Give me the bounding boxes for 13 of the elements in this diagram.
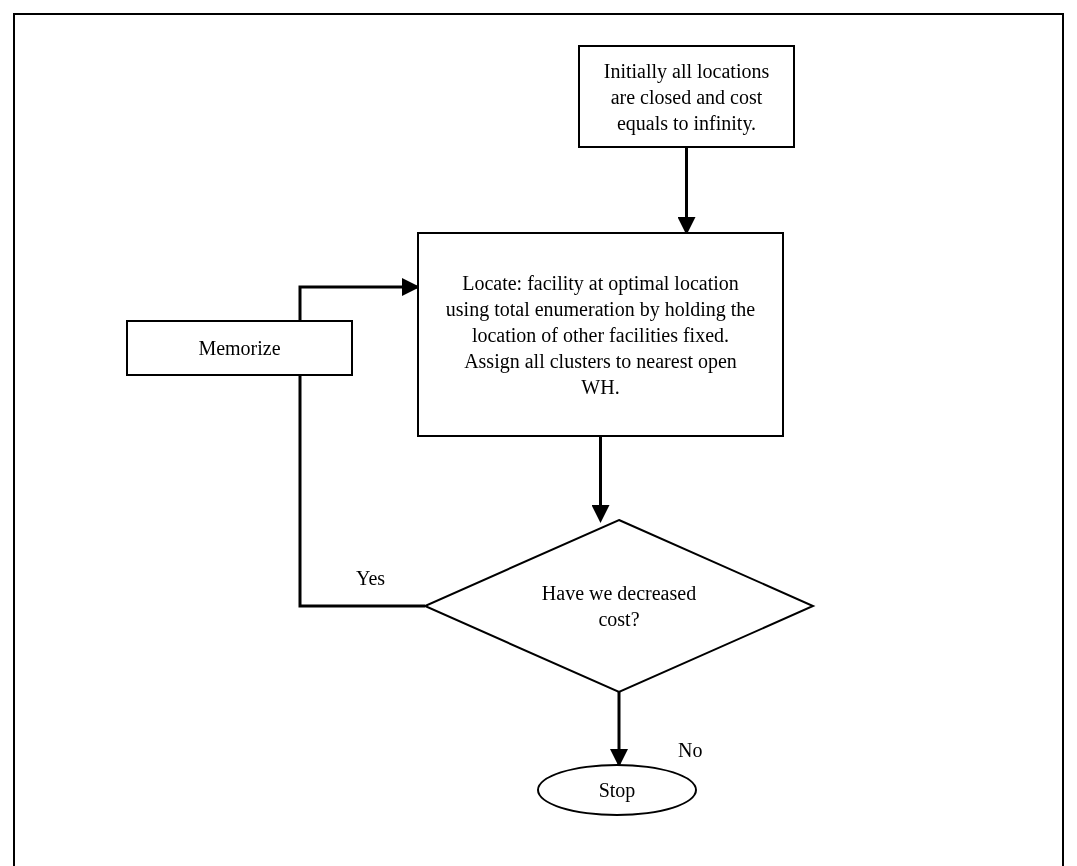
- arrow: [591, 437, 610, 523]
- node-text: Have we decreased cost?: [540, 581, 698, 632]
- node-text: Initially all locations are closed and cost equals to infinity.: [602, 58, 771, 136]
- node-text: Locate: facility at optimal location using total enumeration by holding the location of other facilities fixed. Assign all clusters to nearest open WH.: [444, 270, 757, 400]
- arrow: [677, 148, 696, 235]
- node-text: Memorize: [197, 336, 282, 361]
- arrow: [610, 692, 628, 767]
- node-text: Stop: [597, 778, 637, 803]
- process-box: [417, 232, 784, 437]
- process-box: [126, 320, 353, 376]
- process-box: [578, 45, 795, 148]
- connector-line: [298, 376, 425, 608]
- decision-diamond: [422, 518, 816, 694]
